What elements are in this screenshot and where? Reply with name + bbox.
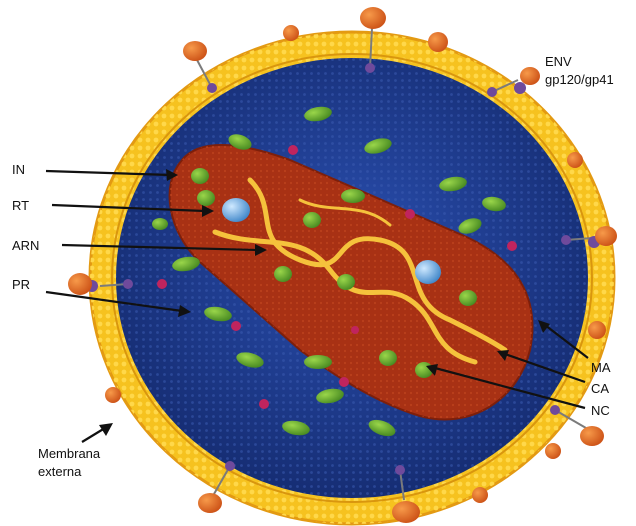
spike [588,321,606,339]
label-in: IN [12,162,25,177]
label-nc: NC [591,403,610,418]
label-externa: externa [38,464,82,479]
spike [567,152,583,168]
label-ca: CA [591,381,609,396]
label-env: ENV [545,54,572,69]
arrow-membrana [82,423,113,442]
label-rt: RT [12,198,29,213]
spike [428,32,448,52]
label-ma: MA [591,360,611,375]
label-pr: PR [12,277,30,292]
spike [545,443,561,459]
label-arn: ARN [12,238,39,253]
label-gp120-gp41: gp120/gp41 [545,72,614,87]
label-membrana: Membrana [38,446,101,461]
spike [283,25,299,41]
spike [105,387,121,403]
enzyme-icon [415,260,441,284]
spike [472,487,488,503]
reverse-transcriptase-icon [222,198,250,222]
